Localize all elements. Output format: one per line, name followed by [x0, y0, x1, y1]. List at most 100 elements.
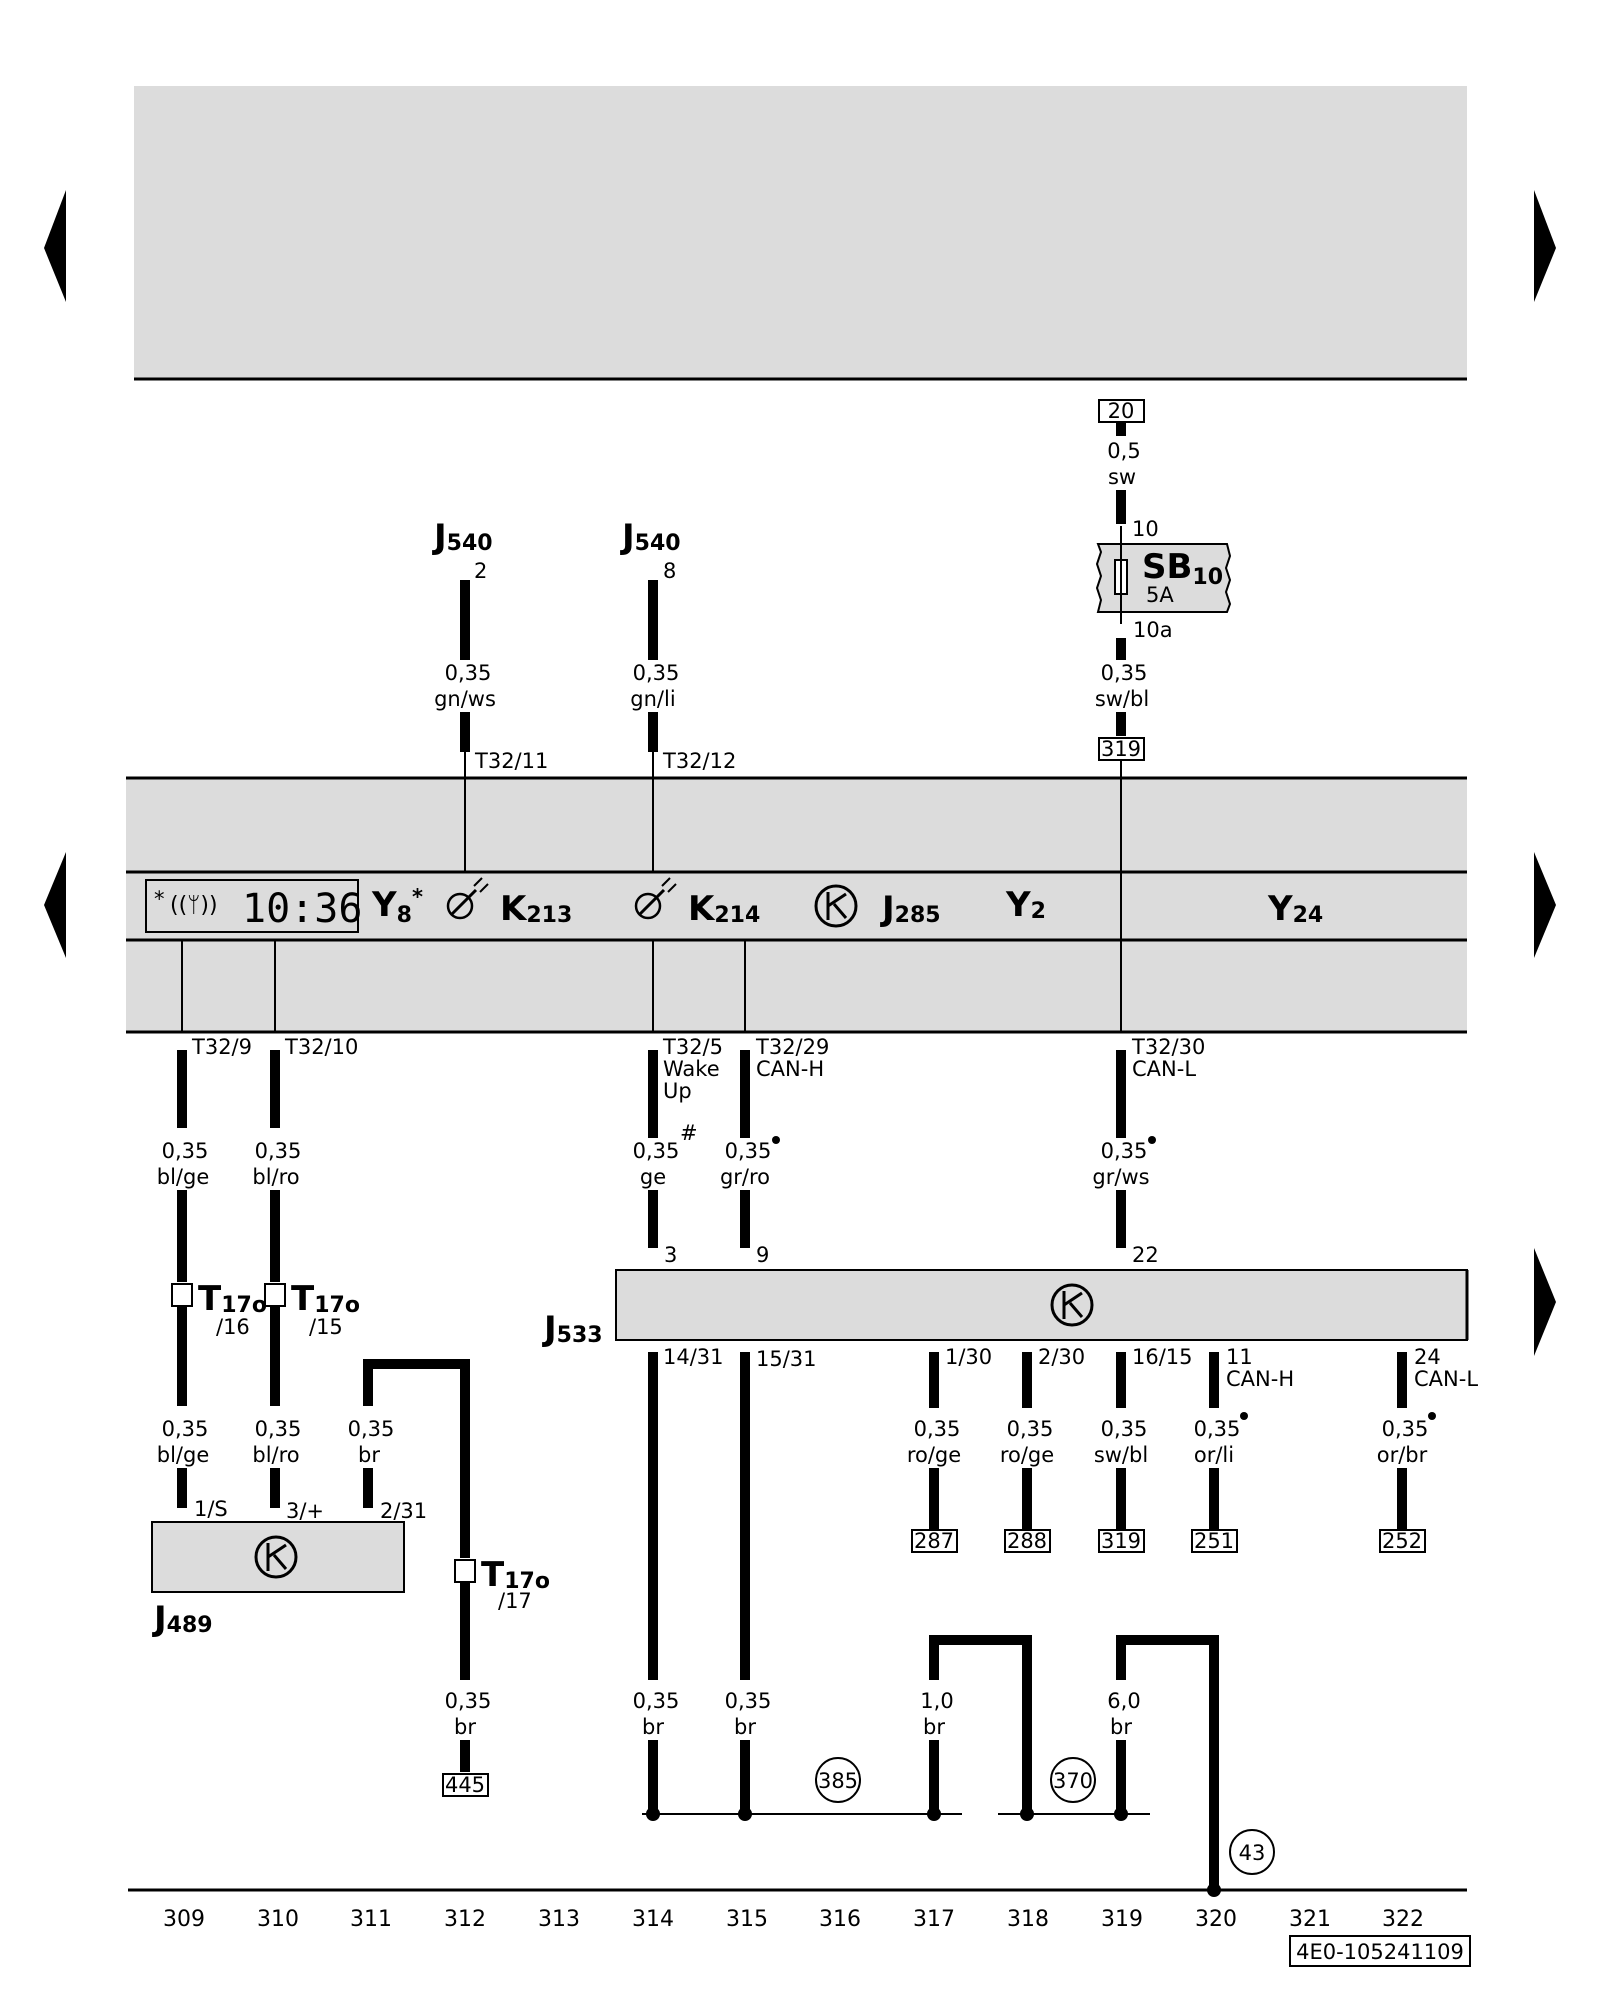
connector-t32-5: T32/5 [662, 1035, 723, 1059]
wire-mark-314a: # [680, 1121, 698, 1145]
connector-t32-29: T32/29 [755, 1035, 829, 1059]
ref-box-288: 288 [1007, 1529, 1047, 1553]
j489-control-unit: J489 [151, 1521, 405, 1639]
wire-size-309b: 0,35 [162, 1417, 209, 1441]
wire-j540-pin2: J540 2 0,35 gn/ws T32/11 [432, 517, 548, 872]
wire-color-322b: or/br [1377, 1443, 1428, 1467]
gauge-icon-k213 [446, 877, 489, 920]
ref-box-20: 20 [1108, 399, 1135, 423]
j533-pin-22: 22 [1132, 1243, 1159, 1267]
ref-box-287: 287 [914, 1529, 954, 1553]
j533-pin-1-30: 1/30 [945, 1345, 992, 1369]
wire-size-311b: 0,35 [348, 1417, 395, 1441]
wire-size-315a: 0,35 [725, 1139, 772, 1163]
column-number: 320 [1195, 1907, 1237, 1932]
connector-t32-10: T32/10 [284, 1035, 358, 1059]
j533-pin-9: 9 [756, 1243, 769, 1267]
column-numbers: 309 310 311 312 313 314 315 316 317 318 … [163, 1907, 1424, 1932]
wire-color-319a: gr/ws [1092, 1165, 1149, 1189]
gauge-icon-k214 [634, 877, 677, 920]
column-number: 322 [1382, 1907, 1424, 1932]
column-number: 312 [444, 1907, 486, 1932]
wire-size-top20: 0,5 [1107, 439, 1140, 463]
wire-size-314c: 0,35 [633, 1689, 680, 1713]
wire-size-309a: 0,35 [162, 1139, 209, 1163]
sb10-pin-in: 10 [1132, 517, 1159, 541]
j489-pin-1s: 1/S [194, 1497, 228, 1521]
wire-size-sb-out: 0,35 [1101, 661, 1148, 685]
t17o-label-17: T17o [481, 1555, 550, 1595]
connector-t32-29-note: CAN-H [756, 1057, 824, 1081]
wire-size-310b: 0,35 [255, 1417, 302, 1441]
j540-pin-8: 8 [663, 559, 676, 583]
j533-pin-3: 3 [664, 1243, 677, 1267]
ground-wiring: 1,0 br 6,0 br 385 370 43 [642, 1635, 1275, 1897]
wire-color-319b: sw/bl [1094, 1443, 1148, 1467]
wire-color-320b: or/li [1194, 1443, 1234, 1467]
j533-pin-11: 11 [1226, 1345, 1253, 1369]
j533-pin-11-note: CAN-H [1226, 1367, 1294, 1391]
wire-size-310a: 0,35 [255, 1139, 302, 1163]
page-prev-arrow-top[interactable] [44, 190, 66, 302]
wire-j540-pin8: J540 8 0,35 gn/li T32/12 [620, 517, 736, 872]
ground-point-370: 370 [1053, 1769, 1093, 1793]
connector-t32-11: T32/11 [474, 749, 548, 773]
page-prev-arrow-middle[interactable] [44, 852, 66, 958]
connector-t32-30: T32/30 [1131, 1035, 1205, 1059]
ref-box-251: 251 [1194, 1529, 1234, 1553]
j533-gateway: J533 [542, 1269, 1469, 1349]
wire-color-310a: bl/ro [252, 1165, 299, 1189]
wire-size-319a: 0,35 [1101, 1139, 1148, 1163]
wires-309-310: T32/9 T32/10 0,35 bl/ge 0,35 bl/ro T17o … [157, 1035, 360, 1523]
sb10-label: SB10 [1142, 547, 1223, 590]
j533-pin-24-note: CAN-L [1414, 1367, 1478, 1391]
ref-box-252: 252 [1382, 1529, 1422, 1553]
j533-pin-24: 24 [1414, 1345, 1441, 1369]
j489-label: J489 [152, 1599, 213, 1639]
wire-color-318b: ro/ge [1000, 1443, 1054, 1467]
page-next-arrow-top[interactable] [1534, 190, 1556, 302]
ref-box-445: 445 [445, 1773, 485, 1797]
ref-box-319-top: 319 [1101, 737, 1141, 761]
j489-pin-3plus: 3/+ [286, 1499, 324, 1523]
page-next-arrow-lower[interactable] [1534, 1248, 1556, 1356]
wire-color-314a: ge [640, 1165, 666, 1189]
clock-star: * [154, 887, 165, 911]
wire-size-320b: 0,35 [1194, 1417, 1241, 1441]
column-number: 311 [350, 1907, 392, 1932]
wire-color-j540-8: gn/li [630, 687, 675, 711]
wire-color-317b: ro/ge [907, 1443, 961, 1467]
j533-pin-16-15: 16/15 [1132, 1345, 1193, 1369]
column-number: 315 [726, 1907, 768, 1932]
wire-size-j540-2: 0,35 [445, 661, 492, 685]
j533-pin-14-31: 14/31 [663, 1345, 724, 1369]
connector-t32-5-note2: Up [663, 1079, 692, 1103]
wire-color-sb-out: sw/bl [1095, 687, 1149, 711]
t17o-label-16: T17o [198, 1279, 267, 1319]
wires-into-j533: T32/5 Wake Up 0,35 # ge 3 T32/29 CAN-H 0… [633, 1035, 1206, 1267]
document-code: 4E0-105241109 [1296, 1940, 1464, 1964]
column-number: 317 [913, 1907, 955, 1932]
t17o-pin-16: /16 [216, 1315, 250, 1339]
wire-color-319c: br [1110, 1715, 1132, 1739]
wire-size-319b: 0,35 [1101, 1417, 1148, 1441]
wire-color-309b: bl/ge [157, 1443, 210, 1467]
ground-point-43: 43 [1239, 1841, 1266, 1865]
ref-box-319: 319 [1101, 1529, 1141, 1553]
wire-size-j540-8: 0,35 [633, 661, 680, 685]
ground-point-385: 385 [818, 1769, 858, 1793]
wire-size-315c: 0,35 [725, 1689, 772, 1713]
top-grey-panel [134, 86, 1467, 378]
j489-pin-2-31: 2/31 [380, 1499, 427, 1523]
clock-display: * ((ᛘ)) 10:36 [145, 879, 362, 933]
sb10-pin-out: 10a [1133, 618, 1173, 642]
wire-color-310b: bl/ro [252, 1443, 299, 1467]
page-next-arrow-middle[interactable] [1534, 852, 1556, 958]
column-number: 319 [1101, 1907, 1143, 1932]
t17o-pin-17: /17 [498, 1589, 532, 1613]
wire-size-317b: 0,35 [914, 1417, 961, 1441]
y8-label: Y8* [371, 885, 423, 928]
t17o-pin-15: /15 [309, 1315, 343, 1339]
j533-label: J533 [542, 1309, 603, 1349]
wire-size-312c: 0,35 [445, 1689, 492, 1713]
